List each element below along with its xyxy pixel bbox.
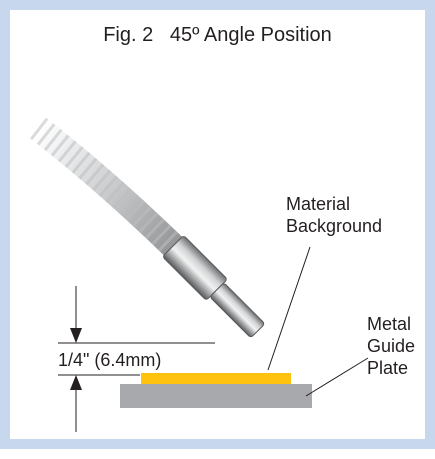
dimension-label: 1/4" (6.4mm): [58, 350, 162, 370]
figure-title: Fig. 2 45º Angle Position: [103, 24, 332, 46]
sensor-barrel: [163, 236, 265, 338]
figure-frame: Fig. 2 45º Angle Position: [0, 0, 435, 449]
metal-guide-plate-label: Metal Guide Plate: [367, 314, 416, 378]
material-background: [141, 373, 291, 384]
metal-guide-plate: [120, 384, 312, 408]
fiber-cable: [25, 115, 188, 261]
dimension-arrow-down: [70, 328, 82, 343]
dimension-arrow-up: [70, 375, 82, 390]
dimension-lines: [58, 286, 215, 432]
metal-leader-line: [305, 357, 369, 397]
material-background-label: Material Background: [286, 194, 383, 236]
angle-position-diagram: [25, 115, 369, 432]
material-leader-line: [267, 246, 311, 371]
